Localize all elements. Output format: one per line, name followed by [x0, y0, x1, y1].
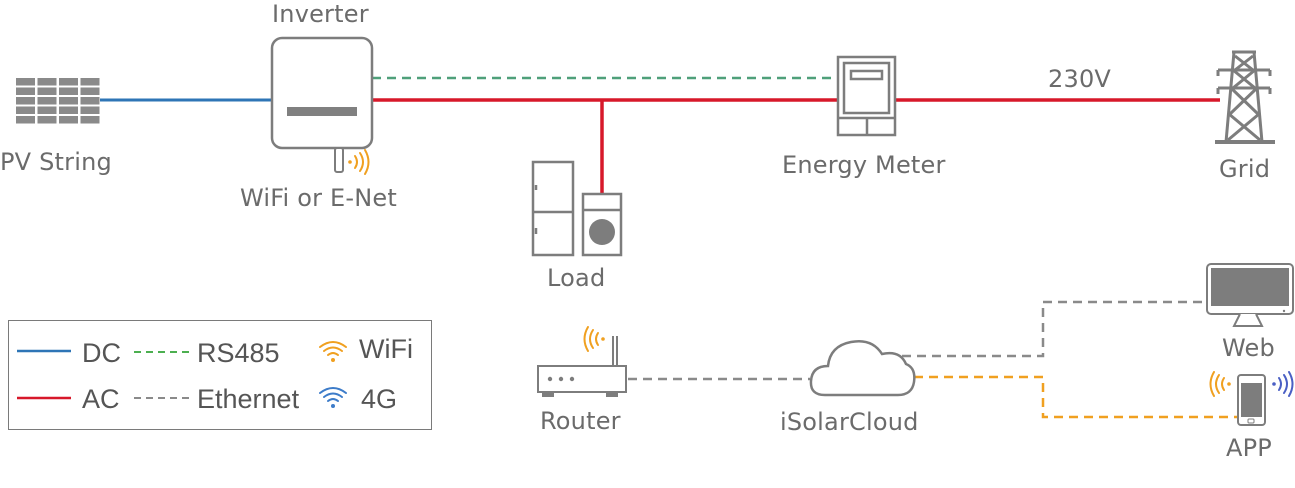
pv-cell — [16, 78, 35, 86]
inverter-icon — [270, 36, 374, 173]
pv-cell — [16, 116, 35, 124]
web-label: Web — [1222, 334, 1275, 362]
legend-wifi-icon — [319, 341, 347, 362]
pv-cell — [37, 106, 57, 114]
phone-wifi-icon — [1209, 371, 1231, 397]
legend: DC RS485 WiFi AC Ethernet 4G — [8, 320, 432, 430]
pv-cell — [16, 97, 35, 105]
inverter-comm-label: WiFi or E-Net — [240, 184, 397, 212]
router-icon — [537, 336, 627, 397]
pv-cell — [37, 87, 57, 95]
load-icon — [531, 160, 623, 257]
phone-icon — [1237, 374, 1266, 426]
legend-4g-icon — [319, 387, 347, 408]
legend-ethernet-label: Ethernet — [197, 384, 300, 414]
inverter-label: Inverter — [272, 0, 369, 28]
router-wifi-icon — [583, 326, 605, 352]
pv-cell — [80, 97, 100, 105]
phone-4g-icon — [1272, 371, 1294, 397]
pv-cell — [59, 78, 78, 86]
cloud-icon — [809, 340, 916, 397]
pv-cell — [16, 106, 35, 114]
pv-cell — [80, 116, 100, 124]
energy-meter-label: Energy Meter — [782, 151, 946, 179]
pv-cell — [37, 78, 57, 86]
pv-cell — [59, 106, 78, 114]
legend-wifi-label: WiFi — [359, 334, 413, 364]
load-label: Load — [547, 264, 606, 292]
pv-cell — [59, 97, 78, 105]
legend-dc-label: DC — [82, 338, 121, 368]
ethernet-line-cloud-web — [902, 300, 1208, 358]
grid-tower-icon — [1215, 50, 1275, 144]
app-label: APP — [1226, 434, 1272, 462]
pv-cell — [80, 87, 100, 95]
pv-panel-icon — [16, 78, 100, 124]
wifi-line-cloud-app — [914, 375, 1238, 419]
energy-meter-icon — [836, 55, 897, 137]
inverter-wifi-icon — [348, 149, 370, 175]
pv-cell — [80, 106, 100, 114]
pv-cell — [80, 78, 100, 86]
pv-cell — [59, 116, 78, 124]
pv-cell — [37, 97, 57, 105]
grid-label: Grid — [1219, 155, 1271, 183]
pv-string-label: PV String — [0, 148, 112, 176]
grid-voltage-label: 230V — [1048, 65, 1112, 93]
pv-cell — [59, 87, 78, 95]
pv-cell — [16, 87, 35, 95]
router-label: Router — [540, 407, 621, 435]
legend-4g-label: 4G — [361, 384, 398, 414]
legend-rs485-label: RS485 — [197, 338, 280, 368]
legend-ac-label: AC — [82, 384, 120, 414]
monitor-icon — [1206, 263, 1294, 327]
cloud-label: iSolarCloud — [780, 408, 919, 436]
pv-cell — [37, 116, 57, 124]
